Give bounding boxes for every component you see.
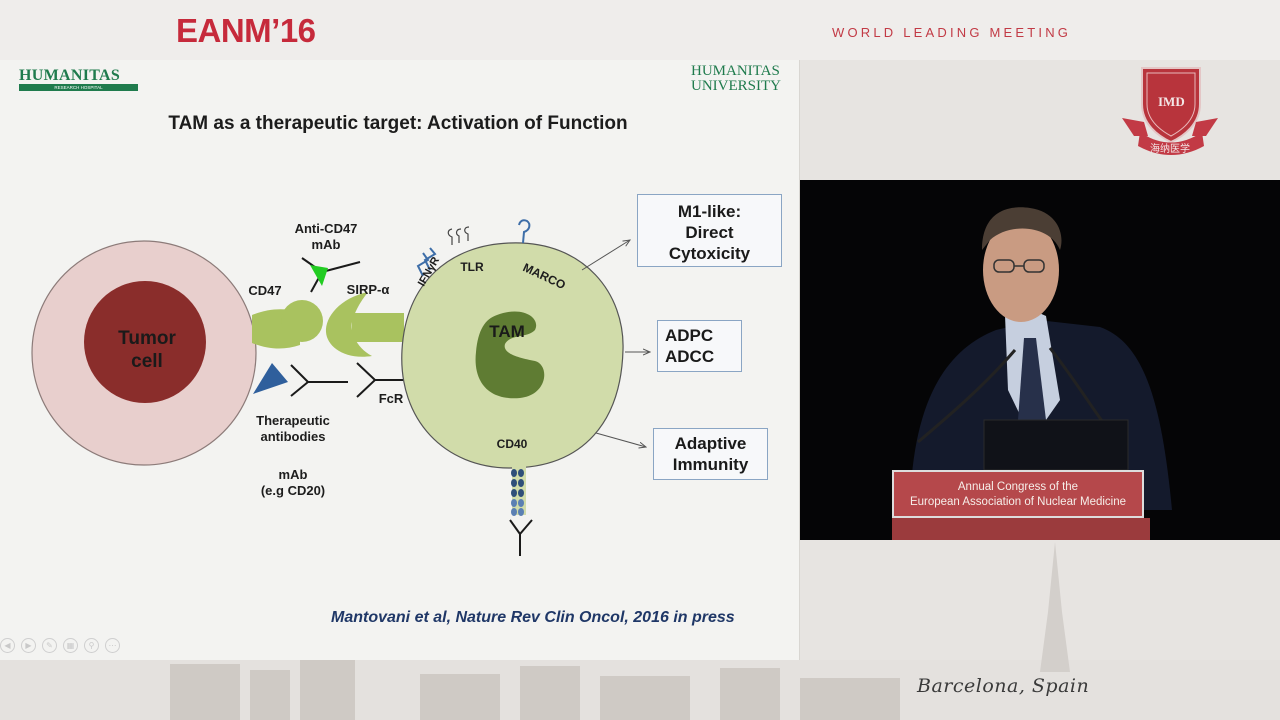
adpc-adcc-box: ADPC ADCC [657, 320, 742, 372]
plaque-line2: European Association of Nuclear Medicine [909, 496, 1127, 508]
header-bar [0, 0, 1280, 60]
speaker-face [983, 218, 1059, 322]
cd40-ligand-antibody [509, 519, 533, 556]
slides-icon[interactable]: ▦ [63, 638, 78, 653]
speaker-figure [892, 207, 1172, 540]
therapeutic-antibodies-line1: Therapeutic [256, 413, 330, 428]
marco-receptor [518, 219, 531, 244]
zoom-icon[interactable]: ⚲ [84, 638, 99, 653]
tumor-cell-nucleus [84, 281, 206, 403]
imd-shield [1141, 67, 1201, 144]
imd-ribbon-right [1192, 118, 1218, 136]
speaker-hair [982, 207, 1062, 250]
slide-citation: Mantovani et al, Nature Rev Clin Oncol, … [331, 609, 735, 626]
fcr-label: FcR [378, 391, 404, 406]
humanitas-hospital-logo: HUMANITAS [19, 67, 121, 84]
header-tagline: WORLD LEADING MEETING [832, 25, 1072, 40]
therapeutic-antibodies-label: Therapeutic antibodies [240, 413, 346, 445]
location-signature: Barcelona, Spain [917, 675, 1090, 697]
ifngr-receptor [416, 247, 437, 277]
next-icon[interactable]: ▶ [21, 638, 36, 653]
anti-cd47-label: Anti-CD47 mAb [276, 221, 376, 253]
slideshow-controls: ◀ ▶ ✎ ▦ ⚲ ⋯ [0, 638, 120, 658]
mab-example-label: mAb (e.g CD20) [240, 467, 346, 499]
m1-box-line3: Cytoxicity [668, 244, 751, 263]
tam-label: TAM [489, 322, 525, 341]
humanitas-university-line1: HUMANITAS [691, 63, 780, 79]
cd47-label: CD47 [248, 283, 282, 298]
microphone-left [917, 349, 1017, 444]
podium-base [892, 518, 1150, 540]
m1-like-box: M1-like: Direct Cytoxicity [637, 194, 782, 267]
adaptive-box-line2: Immunity [672, 455, 749, 474]
sirp-alpha-stalk [352, 313, 404, 342]
therapeutic-antibody [290, 364, 348, 397]
barcelona-skyline [0, 660, 1280, 720]
m1-box-line1: M1-like: [677, 202, 742, 221]
adaptive-immunity-box: Adaptive Immunity [653, 428, 768, 480]
tumor-cell-label-line2: cell [131, 351, 163, 372]
cd47-receptor [281, 300, 323, 342]
cd40-receptor [511, 465, 526, 516]
m1-box-line2: Direct [685, 223, 734, 242]
plaque-line1: Annual Congress of the [957, 481, 1079, 493]
arrow-to-m1 [581, 240, 630, 271]
adpc-box-line1: ADPC [665, 326, 714, 345]
sirp-alpha-label: SIRP-α [346, 282, 390, 297]
anti-cd47-marker [310, 265, 328, 286]
imd-logo: IMD 海纳医学 [1122, 67, 1218, 155]
slide-title: TAM as a therapeutic target: Activation … [168, 113, 628, 134]
congress-plaque: Annual Congress of the European Associat… [892, 470, 1144, 518]
anti-cd47-label-line2: mAb [311, 237, 341, 252]
laptop [983, 419, 1129, 471]
therapeutic-antibodies-line2: antibodies [260, 429, 326, 444]
imd-ribbon-left [1122, 118, 1148, 136]
imd-shield-inner [1146, 72, 1196, 137]
tumor-cell-label-line1: Tumor [118, 328, 176, 349]
antigen-triangle [253, 363, 288, 394]
mab-example-line1: mAb [278, 467, 308, 482]
prev-icon[interactable]: ◀ [0, 638, 15, 653]
tumor-cell-label: Tumor cell [100, 327, 194, 373]
tam-diagram [31, 219, 799, 556]
humanitas-hospital-logo-sub: RESEARCH HOSPITAL [19, 84, 138, 91]
humanitas-university-line2: UNIVERSITY [691, 78, 781, 94]
mab-example-line2: (e.g CD20) [260, 483, 326, 498]
more-icon[interactable]: ⋯ [105, 638, 120, 653]
sirp-alpha-receptor [325, 292, 372, 357]
imd-logo-chinese: 海纳医学 [1150, 142, 1190, 155]
tlr-label: TLR [460, 260, 484, 274]
microphone-right [1048, 347, 1107, 426]
tam-nucleus [475, 311, 545, 399]
adpc-box-line2: ADCC [665, 347, 715, 366]
cd40-label: CD40 [496, 437, 528, 451]
tlr-receptors [447, 226, 470, 245]
arrow-to-adaptive [595, 432, 646, 447]
adaptive-box-line1: Adaptive [674, 434, 747, 453]
eanm-logo: EANM’16 [176, 12, 316, 49]
pen-icon[interactable]: ✎ [42, 638, 57, 653]
anti-cd47-label-line1: Anti-CD47 [294, 221, 358, 236]
speaker-tie [1018, 338, 1046, 430]
tower-silhouette [1040, 542, 1070, 672]
fc-receptor [356, 362, 405, 398]
imd-logo-text: IMD [1158, 94, 1185, 109]
humanitas-university-logo: HUMANITAS UNIVERSITY [691, 64, 781, 94]
imd-ribbon-center [1138, 132, 1204, 155]
